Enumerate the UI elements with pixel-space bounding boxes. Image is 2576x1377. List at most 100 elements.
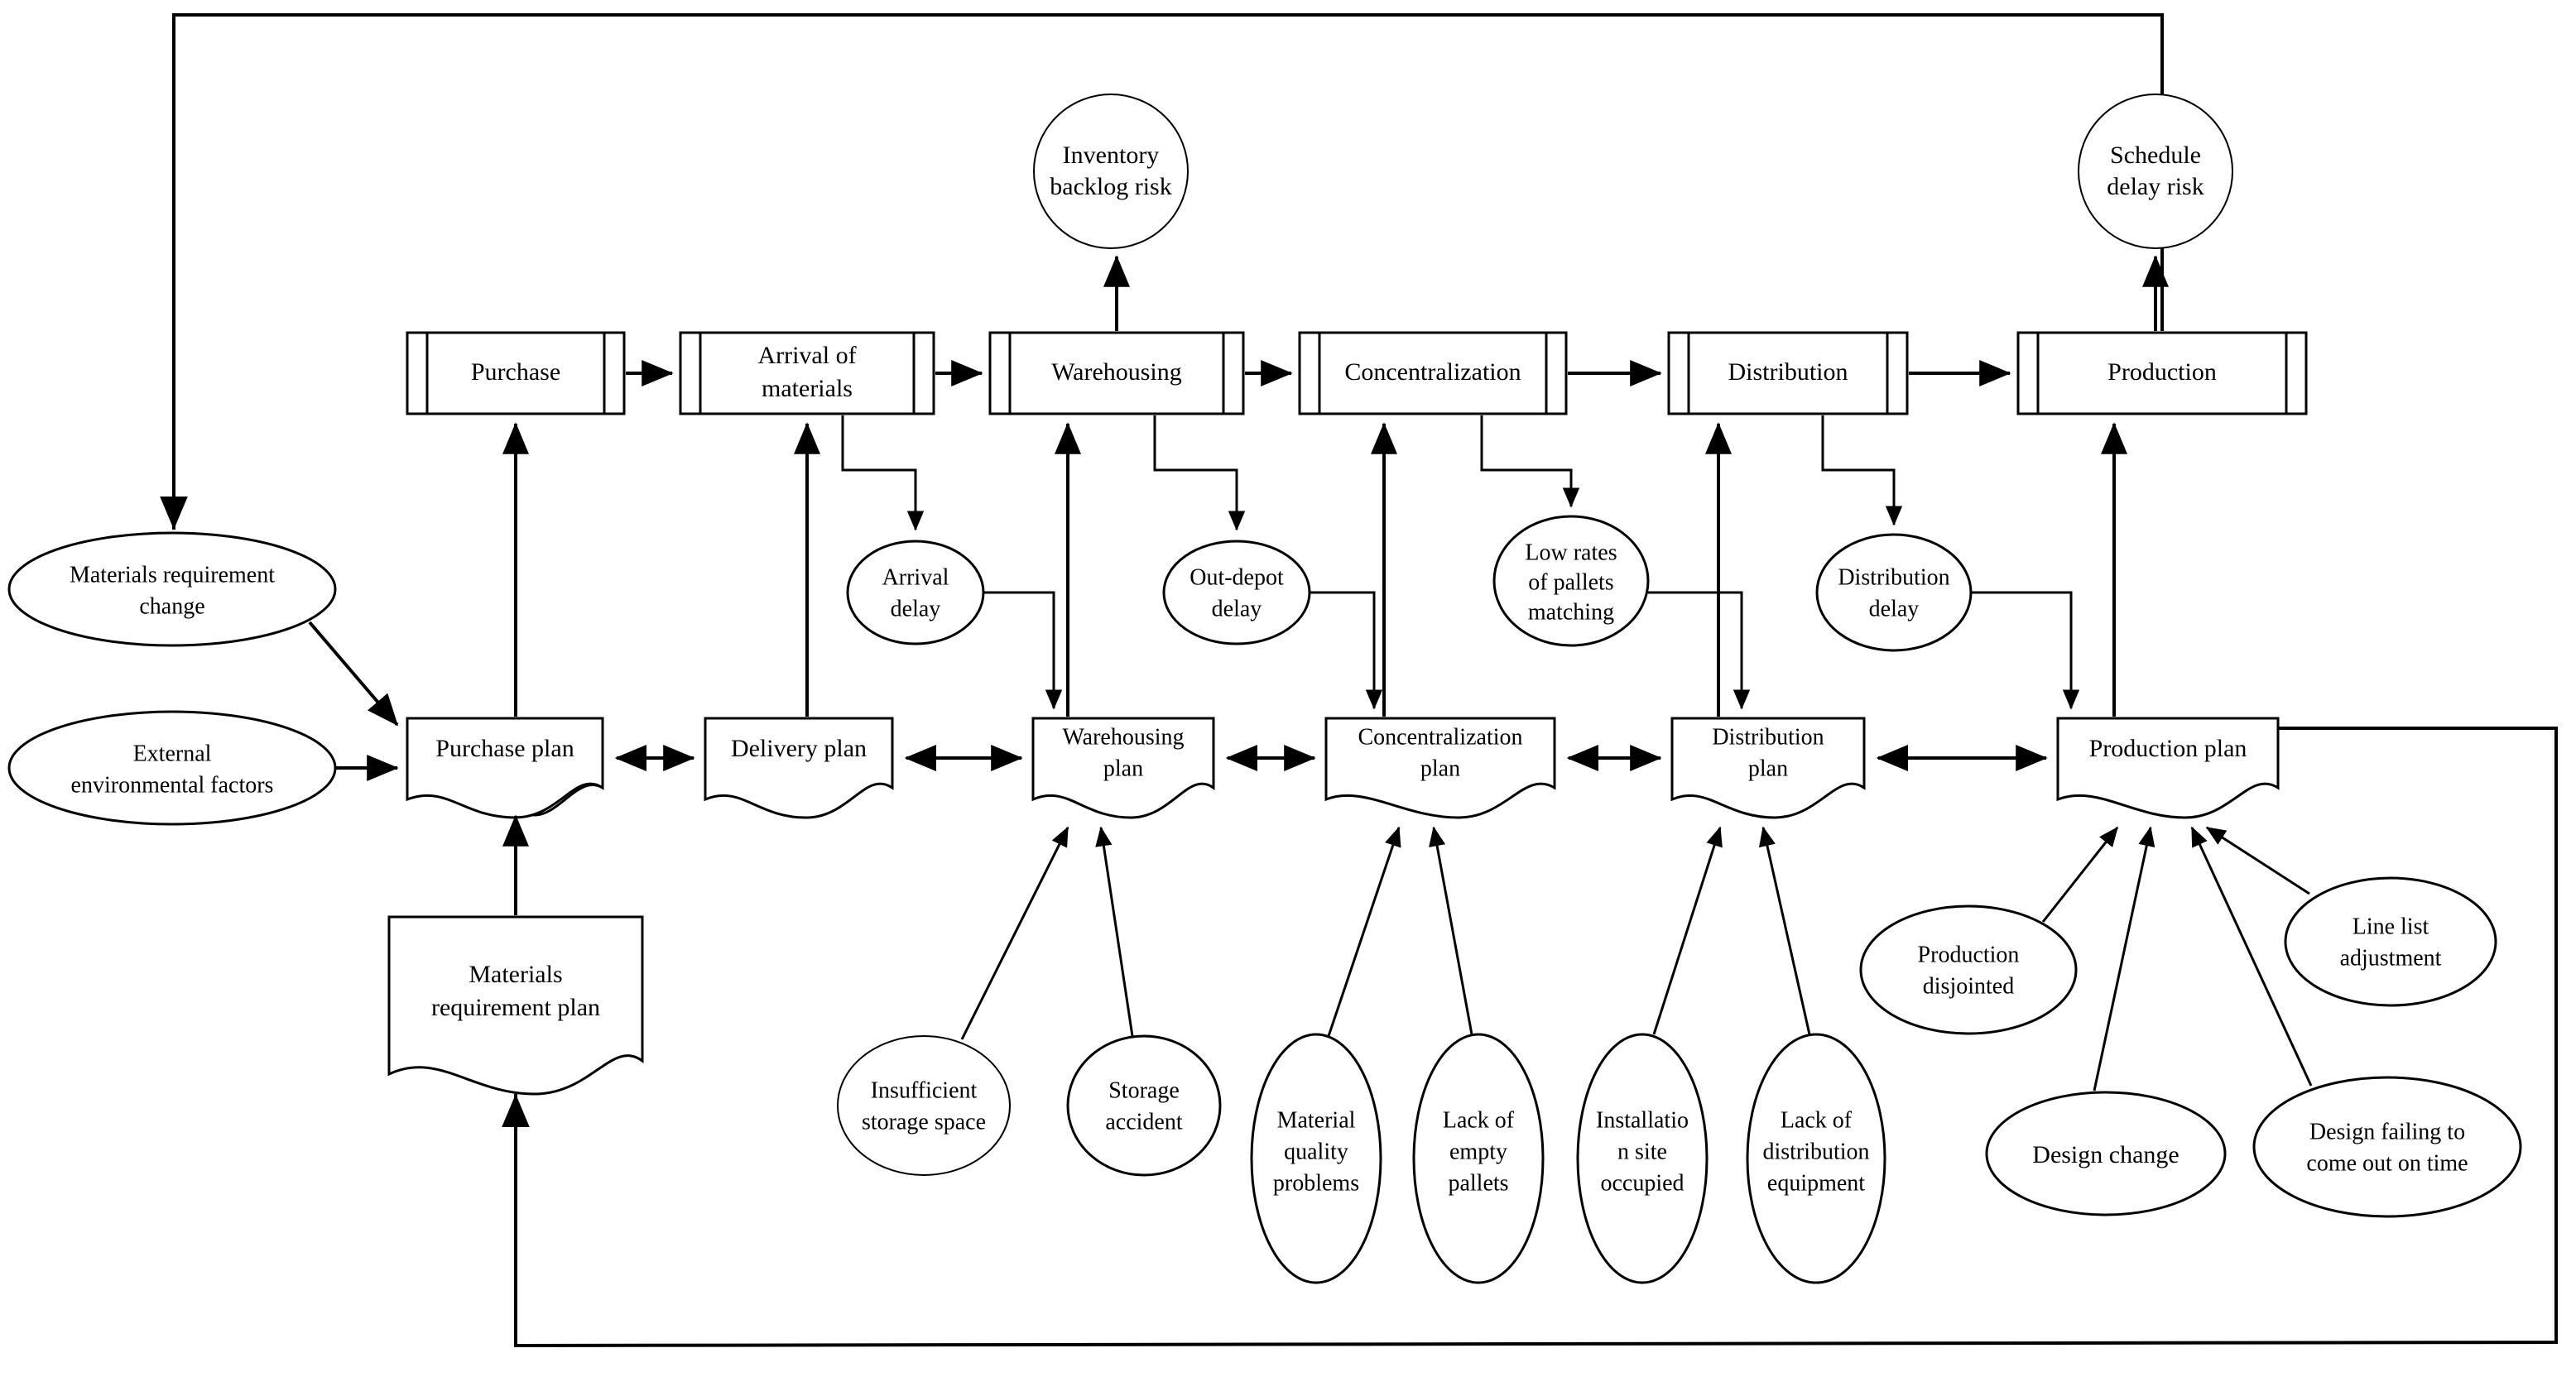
delay-label-line3: matching [1528,599,1614,625]
process-label: Concentralization [1344,358,1521,386]
delay-label-line1: Out-depot [1189,564,1284,590]
arrow-design-failing-to-production-plan [2190,826,2313,1087]
plan-node-delivery-plan[interactable]: Delivery plan [704,717,894,819]
factor-label-line1: Materials requirement [70,562,275,588]
delay-label-line2: delay [891,596,941,621]
risk-label-line2: backlog risk [1050,173,1171,200]
cause-label-line3: problems [1273,1170,1359,1196]
cause-label-line1: Line list [2353,914,2429,939]
delay-label-line2: delay [1869,596,1920,621]
cause-label-line2: disjointed [1923,973,2014,999]
process-node-distribution[interactable]: Distribution [1667,331,1909,415]
cause-node-installation-site-occupied[interactable]: Installatio n site occupied [1576,1033,1709,1284]
plan-label-line1: Materials [469,961,562,988]
factor-node-external-environmental-factors[interactable]: External environmental factors [7,710,337,826]
cause-label-line1: Installatio [1596,1107,1689,1133]
process-label-line1: Arrival of [757,342,856,369]
arrow-design-change-to-production-plan [2093,826,2155,1092]
cause-label-line2: come out on time [2306,1150,2468,1176]
cause-node-material-quality-problems[interactable]: Material quality problems [1250,1033,1382,1284]
process-label: Purchase [471,358,560,386]
delay-label-line1: Distribution [1838,564,1949,590]
process-node-production[interactable]: Production [2016,331,2308,415]
plan-to-process-arrows [502,422,2127,717]
plan-node-materials-requirement-plan[interactable]: Materials requirement plan [387,915,644,1096]
delay-node-out-depot-delay[interactable]: Out-depot delay [1162,540,1311,645]
delay-node-low-rates-of-pallets-matching[interactable]: Low rates of pallets matching [1492,515,1650,647]
cause-label-line1: Production [1918,942,2020,967]
cause-label-line3: occupied [1600,1170,1684,1196]
cause-label-line2: accident [1105,1109,1182,1135]
delay-label-line2: of pallets [1528,569,1613,595]
process-label-line2: materials [762,375,853,402]
delay-node-distribution-delay[interactable]: Distribution delay [1815,533,1973,652]
plan-label-line2: plan [1103,756,1143,781]
cause-label: Design change [2032,1141,2179,1168]
cause-node-insufficient-storage-space[interactable]: Insufficient storage space [837,1035,1011,1176]
cause-label-line1: Design failing to [2309,1119,2465,1144]
process-node-arrival-of-materials[interactable]: Arrival of materials [679,331,935,415]
plan-node-concentralization-plan[interactable]: Concentralization plan [1324,717,1556,819]
plan-node-purchase-plan[interactable]: Purchase plan [406,717,604,819]
process-label: Warehousing [1051,358,1182,386]
route-low-rates-to-distribution-plan [1648,591,1751,710]
plan-label-line1: Warehousing [1062,724,1184,750]
cause-label-line1: Lack of [1443,1107,1515,1133]
plan-label: Delivery plan [731,735,867,762]
route-warehousing-to-out-depot-delay [1153,415,1246,531]
cause-node-line-list-adjustment[interactable]: Line list adjustment [2284,876,2497,1007]
cause-node-production-disjointed[interactable]: Production disjointed [1859,904,2078,1035]
cause-node-design-failing-to-come-out-on-time[interactable]: Design failing to come out on time [2252,1076,2522,1218]
cause-label-line3: equipment [1767,1170,1865,1196]
process-label: Production [2107,358,2217,386]
route-out-depot-delay-to-concentralization-plan [1310,591,1383,710]
delay-label-line2: delay [1212,596,1262,621]
plan-node-warehousing-plan[interactable]: Warehousing plan [1031,717,1215,819]
risk-node-inventory-backlog-risk[interactable]: Inventory backlog risk [1033,94,1189,249]
arrow-line-list-adjustment-to-production-plan [2205,826,2310,895]
cause-node-lack-of-empty-pallets[interactable]: Lack of empty pallets [1412,1033,1545,1284]
process-node-purchase[interactable]: Purchase [406,331,626,415]
arrow-storage-accident-to-warehousing-plan [1095,826,1134,1037]
arrow-installation-site-to-distribution-plan [1652,826,1723,1035]
delay-label-line1: Low rates [1525,540,1617,565]
arrow-insufficient-storage-to-warehousing-plan [960,826,1069,1040]
cause-label-line1: Storage [1108,1077,1180,1103]
cause-label-line2: storage space [862,1109,986,1135]
cause-label-line2: distribution [1762,1139,1869,1164]
risk-label-line2: delay risk [2107,173,2204,200]
plan-label: Purchase plan [435,735,574,762]
plan-node-production-plan[interactable]: Production plan [2056,717,2280,819]
arrow-lack-distribution-equipment-to-distribution-plan [1758,826,1811,1035]
arrow-material-quality-to-concentralization-plan [1327,826,1401,1037]
process-node-concentralization[interactable]: Concentralization [1298,331,1568,415]
cause-node-lack-of-distribution-equipment[interactable]: Lack of distribution equipment [1746,1033,1886,1284]
delay-node-arrival-delay[interactable]: Arrival delay [846,540,985,645]
factor-label-line2: change [139,593,204,619]
arrow-production-disjointed-to-production-plan [2041,826,2119,923]
cause-label-line2: n site [1617,1139,1667,1164]
factor-node-materials-requirement-change[interactable]: Materials requirement change [7,531,337,647]
plan-label-line2: plan [1748,756,1788,781]
cause-label-line2: empty [1449,1139,1507,1164]
arrow-lack-empty-pallets-to-concentralization-plan [1429,826,1473,1035]
plan-node-distribution-plan[interactable]: Distribution plan [1670,717,1866,819]
plan-label-line2: plan [1420,756,1460,781]
factor-label-line2: environmental factors [71,772,274,798]
cause-label-line1: Lack of [1781,1107,1853,1133]
risk-node-schedule-delay-risk[interactable]: Schedule delay risk [2078,94,2233,249]
arrow-materials-change-to-purchase-plan [308,621,399,727]
cause-label-line3: pallets [1448,1170,1508,1196]
cause-label-line2: adjustment [2340,945,2442,971]
route-arrival-of-materials-to-arrival-delay [841,415,925,531]
risk-label-line1: Inventory [1063,142,1160,169]
cause-node-storage-accident[interactable]: Storage accident [1066,1034,1222,1177]
process-label: Distribution [1728,358,1848,386]
process-node-warehousing[interactable]: Warehousing [988,331,1245,415]
plan-label-line1: Distribution [1712,724,1824,750]
cause-node-design-change[interactable]: Design change [1985,1091,2227,1216]
cause-label-line2: quality [1284,1139,1348,1164]
delay-label-line1: Arrival [882,564,949,590]
feedback-loop-bottom [502,727,2558,1348]
